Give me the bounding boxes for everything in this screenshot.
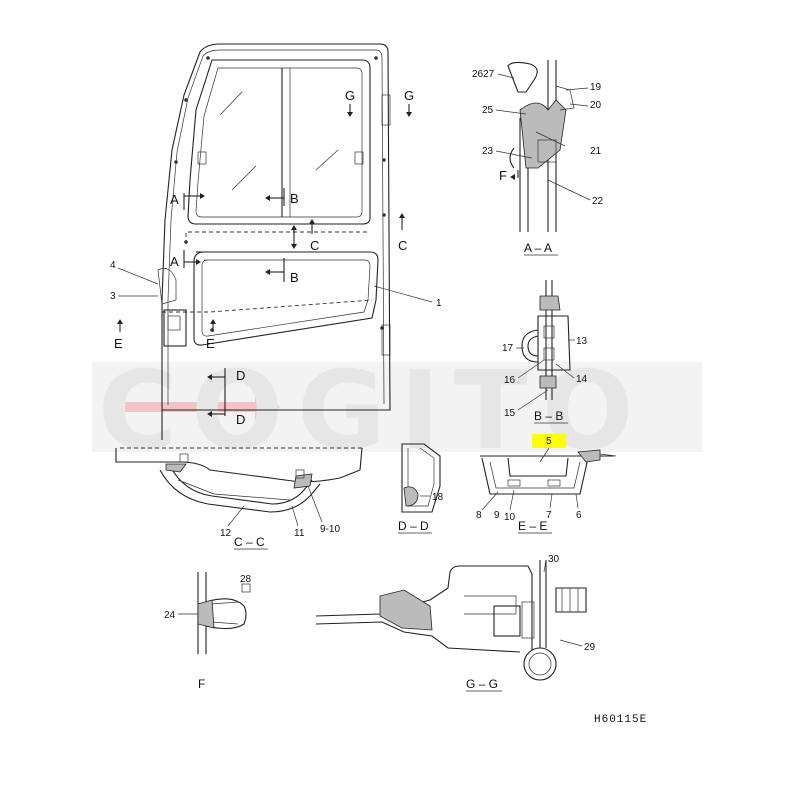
section-gg: 30 29 G – G [315,554,596,692]
section-title-cc: C – C [234,535,265,549]
callout-25: 25 [482,105,494,116]
callout-21: 21 [590,146,602,157]
section-title-f: F [198,677,205,691]
callout-6: 6 [576,510,582,521]
watermark-text: COGITO [98,349,647,474]
callout-20: 20 [590,100,602,111]
callout-9: 9 [494,510,500,521]
section-mark-e-left: E [114,336,123,351]
callout-10: 10 [504,512,516,523]
door-main-view: A A B B C C G G E E D D [110,43,442,449]
callout-15: 15 [504,408,516,419]
callout-16: 16 [504,375,516,386]
section-ee: 5 8 9 10 7 6 E – E [476,434,617,534]
callout-3: 3 [110,291,116,302]
drawing-code: H60115E [594,714,647,726]
callout-28: 28 [240,574,252,585]
callout-24: 24 [164,610,176,621]
callout-12: 12 [220,528,232,539]
detail-f: 24 28 F [164,572,252,691]
section-title-bb: B – B [534,409,563,423]
callout-1: 1 [436,298,442,309]
callout-22: 22 [592,196,604,207]
callout-4: 4 [110,260,116,271]
section-aa: 2627 19 20 25 21 23 F 22 A – A [472,60,604,256]
section-mark-f: F [499,168,507,183]
section-mark-c-right: C [398,238,407,253]
callout-11: 11 [294,528,305,539]
callout-8: 8 [476,510,482,521]
section-mark-a-lower: A [170,254,179,269]
section-mark-e-right: E [206,336,215,351]
section-mark-g-right: G [404,88,414,103]
section-mark-c-left: C [310,238,319,253]
callout-23: 23 [482,146,494,157]
callout-5: 5 [546,436,552,447]
callout-30: 30 [548,554,560,565]
callout-29: 29 [584,642,596,653]
callout-13: 13 [576,336,588,347]
section-mark-a-upper: A [170,192,179,207]
section-title-gg: G – G [466,677,498,691]
section-dd: 18 D – D [398,443,444,534]
callout-18: 18 [432,492,444,503]
section-mark-d-upper: D [236,368,245,383]
highlight-callout-5 [532,434,566,448]
section-mark-b-upper: B [290,191,299,206]
section-title-ee: E – E [518,519,547,533]
section-mark-g-left: G [345,88,355,103]
callout-9-10: 9-10 [320,524,340,535]
callout-2627: 2627 [472,69,495,80]
callout-17: 17 [502,343,514,354]
section-cc: 12 11 9-10 C – C [115,447,363,550]
section-bb: 17 13 16 14 15 B – B [502,280,588,424]
section-title-aa: A – A [524,241,552,255]
section-mark-b-lower: B [290,270,299,285]
section-title-dd: D – D [398,519,429,533]
callout-7: 7 [546,510,552,521]
callout-14: 14 [576,374,588,385]
section-mark-d-lower: D [236,412,245,427]
watermark-arrow-icon [125,390,280,424]
callout-19: 19 [590,82,602,93]
